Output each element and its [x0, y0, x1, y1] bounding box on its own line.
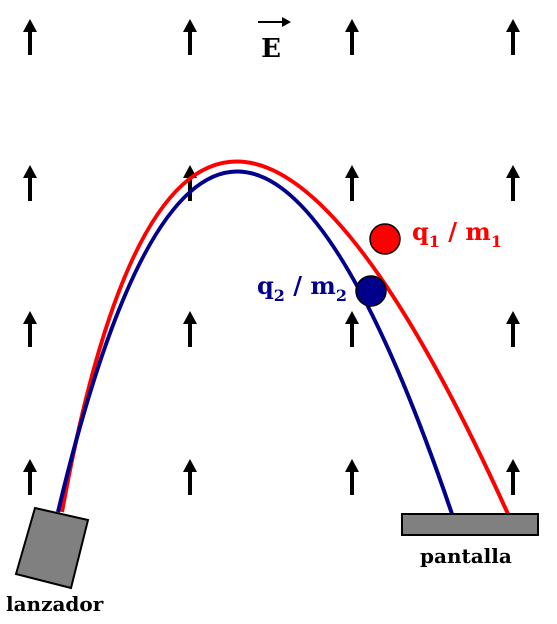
- screen: [401, 513, 539, 536]
- particle-2: [355, 275, 387, 307]
- up-arrow-icon: [506, 459, 520, 495]
- launcher-label: lanzador: [6, 592, 104, 616]
- screen-label: pantalla: [420, 544, 512, 568]
- trajectory-2: [56, 169, 454, 515]
- vector-arrowhead-icon: [282, 17, 291, 27]
- up-arrow-icon: [23, 459, 37, 495]
- up-arrow-icon: [345, 459, 359, 495]
- field-label: E: [258, 17, 291, 64]
- up-arrow-icon: [183, 311, 197, 347]
- label-q1-m1: q1 / m1: [412, 217, 502, 251]
- up-arrow-icon: [23, 165, 37, 201]
- up-arrow-icon: [345, 165, 359, 201]
- trajectory-1: [60, 159, 510, 515]
- up-arrow-icon: [183, 19, 197, 55]
- launcher: [14, 506, 90, 590]
- up-arrow-icon: [506, 19, 520, 55]
- up-arrow-icon: [345, 19, 359, 55]
- up-arrow-icon: [23, 19, 37, 55]
- field-symbol: E: [261, 34, 281, 64]
- up-arrow-icon: [183, 459, 197, 495]
- field-arrows: [23, 19, 520, 495]
- up-arrow-icon: [23, 311, 37, 347]
- up-arrow-icon: [506, 311, 520, 347]
- up-arrow-icon: [345, 311, 359, 347]
- up-arrow-icon: [506, 165, 520, 201]
- label-q2-m2: q2 / m2: [257, 271, 347, 305]
- particle-1: [369, 223, 401, 255]
